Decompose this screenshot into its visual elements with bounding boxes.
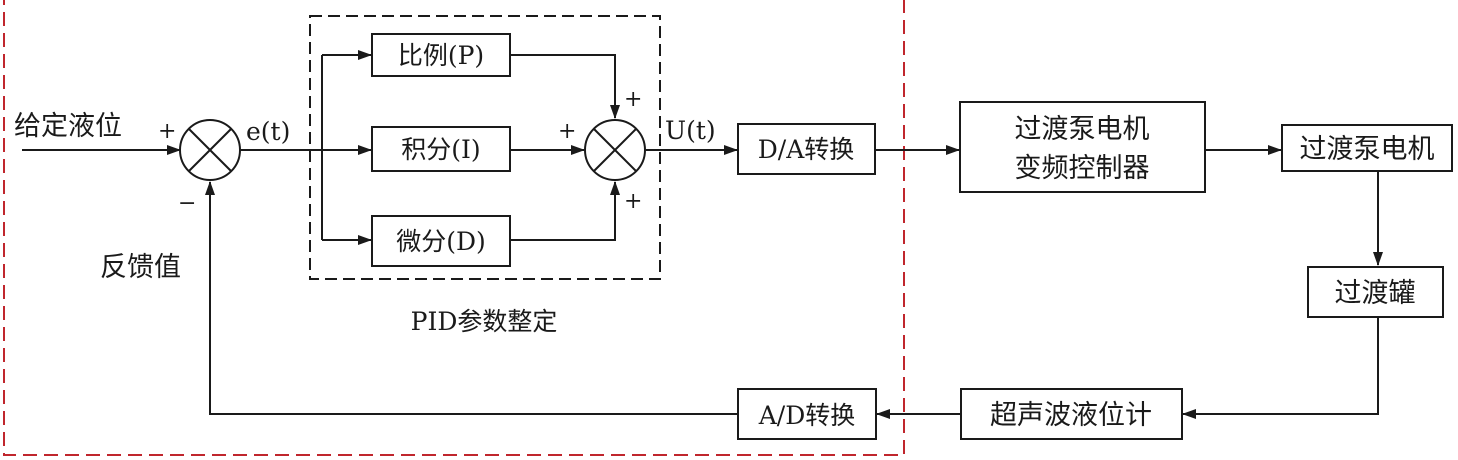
sum2-plus-bottom: +	[624, 189, 642, 214]
tank-block	[1307, 266, 1444, 318]
error-signal-label: e(t)	[246, 117, 290, 146]
level-meter-label: 超声波液位计	[990, 400, 1152, 431]
tank-label: 过渡罐	[1335, 278, 1416, 309]
pump-motor-label: 过渡泵电机	[1300, 134, 1435, 165]
pump-motor-block	[1281, 124, 1453, 172]
integral-block	[371, 126, 511, 172]
control-signal-label: U(t)	[665, 116, 716, 145]
summing-junction-2	[584, 119, 646, 181]
tank-to-meter-arrow	[1182, 318, 1379, 419]
feedback-arrow	[205, 181, 737, 415]
proportional-label: 比例(P)	[398, 41, 484, 70]
vfd-controller-block	[959, 101, 1206, 193]
p-out-arrow	[510, 54, 620, 119]
da-converter-label: D/A转换	[758, 135, 855, 164]
setpoint-label: 给定液位	[14, 111, 122, 142]
derivative-block	[371, 215, 511, 267]
summing-junction-1	[179, 119, 241, 181]
pid-group-label: PID参数整定	[411, 307, 558, 336]
vfd-label-line2: 变频控制器	[1015, 153, 1150, 184]
feedback-label: 反馈值	[100, 252, 181, 283]
sum1-minus-sign: −	[178, 191, 196, 216]
derivative-label: 微分(D)	[396, 227, 486, 256]
ad-converter-label: A/D转换	[758, 401, 856, 430]
vfd-label-line1: 过渡泵电机	[1015, 114, 1150, 145]
sum2-plus-top: +	[624, 87, 642, 112]
proportional-block	[371, 33, 511, 77]
ad-converter-block	[737, 388, 877, 440]
integral-label: 积分(I)	[401, 135, 480, 164]
da-converter-block	[737, 123, 876, 175]
sum2-plus-left: +	[558, 119, 576, 144]
d-out-arrow	[510, 181, 620, 241]
level-meter-block	[960, 388, 1183, 440]
controller-boundary	[3, 0, 905, 456]
sum1-plus-sign: +	[158, 119, 176, 144]
